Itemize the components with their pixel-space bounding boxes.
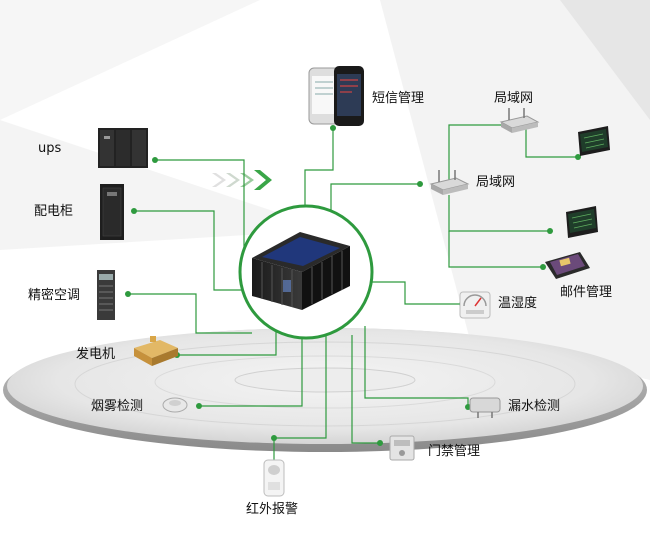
label-access-control: 门禁管理: [428, 444, 480, 459]
label-ups: ups: [38, 141, 61, 156]
label-temp-humidity: 温湿度: [498, 295, 537, 311]
label-lan-middle: 局域网: [476, 175, 515, 190]
label-distribution-cabinet: 配电柜: [34, 204, 73, 219]
smoke-detector-icon[interactable]: [162, 397, 188, 413]
label-generator: 发电机: [76, 346, 115, 362]
label-mail-management: 邮件管理: [560, 285, 612, 300]
generator-icon[interactable]: [134, 336, 178, 366]
access-card-reader-icon[interactable]: [389, 435, 415, 461]
tablet-mail-icon[interactable]: [545, 252, 590, 279]
mobile-phone-icon[interactable]: [308, 66, 364, 126]
air-conditioner-icon[interactable]: [97, 270, 115, 320]
hub-server-cluster[interactable]: [238, 204, 374, 340]
label-lan-top: 局域网: [494, 91, 533, 106]
monitor-screen-icon[interactable]: [566, 206, 598, 238]
connection-lines: [128, 124, 578, 470]
label-sms-management: 短信管理: [372, 91, 424, 106]
infrared-sensor-icon[interactable]: [263, 459, 285, 497]
server-rack-cluster-icon: [252, 232, 350, 310]
electrical-cabinet-icon[interactable]: [100, 184, 124, 240]
label-infrared-alarm: 红外报警: [246, 501, 298, 517]
ups-cabinet-icon[interactable]: [98, 128, 148, 168]
label-water-leak-detection: 漏水检测: [508, 398, 560, 414]
router-icon[interactable]: [499, 108, 540, 133]
router-icon[interactable]: [429, 170, 470, 195]
labels: ups 配电柜 精密空调 发电机 烟雾检测 红外报警 短信管理 局域网 局域网 …: [28, 91, 612, 517]
gauge-icon[interactable]: [459, 291, 491, 319]
background-beams: [0, 0, 650, 380]
monitor-screen-icon[interactable]: [578, 126, 610, 156]
label-precision-ac: 精密空调: [28, 287, 80, 303]
chevron-arrows-icon: [212, 170, 272, 190]
label-smoke-detection: 烟雾检测: [91, 399, 143, 414]
water-sensor-icon[interactable]: [469, 397, 501, 418]
